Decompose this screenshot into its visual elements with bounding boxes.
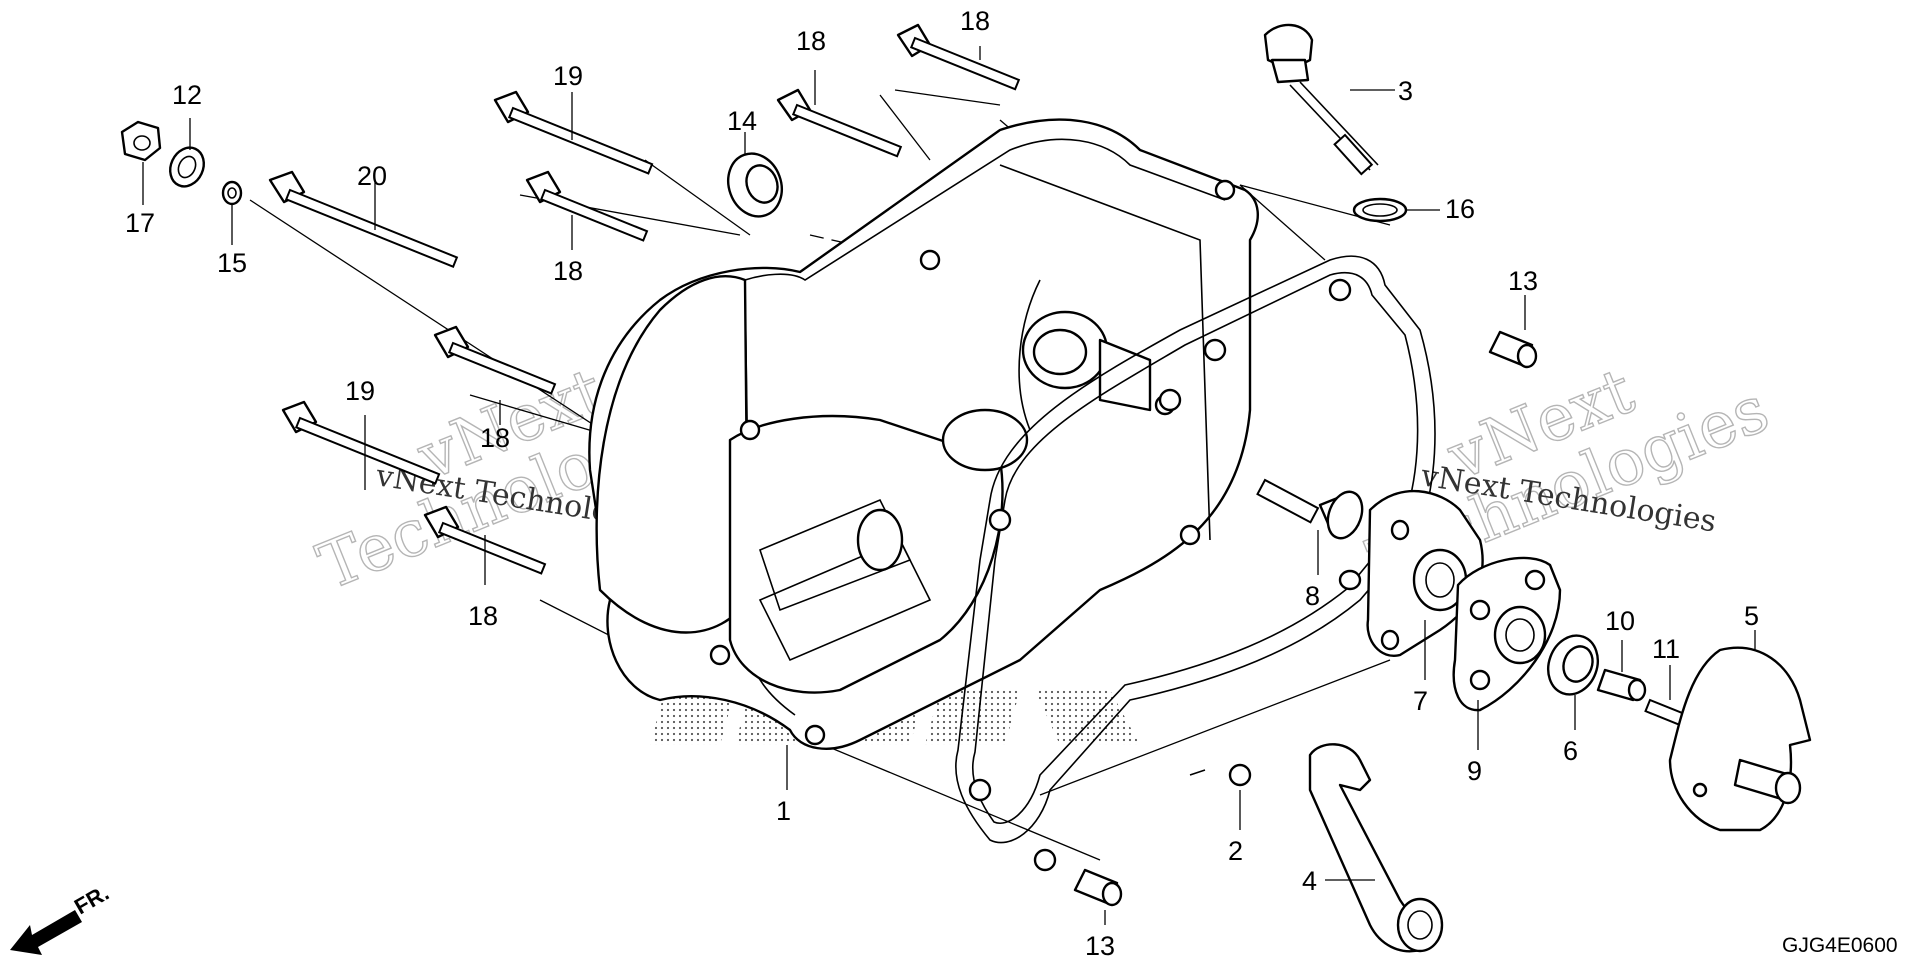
diagram-code: GJG4E0600 <box>1782 934 1898 957</box>
pivot-bolt-8 <box>1256 478 1364 540</box>
bolt-19-top <box>493 90 654 175</box>
dowel-pin-13-bottom <box>1073 868 1123 907</box>
kick-lever-4 <box>1308 743 1444 953</box>
bolt-20 <box>268 170 459 269</box>
oil-seal-6 <box>1547 634 1599 696</box>
callout-18-top-right: 18 <box>960 6 990 36</box>
callout-5: 5 <box>1744 601 1759 631</box>
callout-19-top: 19 <box>553 61 583 91</box>
callout-18-mid: 18 <box>553 256 583 286</box>
washer-12 <box>169 146 205 188</box>
callouts: 1 2 3 4 5 6 7 8 9 10 11 12 13 13 14 15 1… <box>125 6 1759 960</box>
washer-15 <box>221 180 243 206</box>
callout-2: 2 <box>1228 836 1243 866</box>
front-direction-indicator: FR. <box>10 880 113 955</box>
oil-seal-14 <box>727 152 783 218</box>
callout-7: 7 <box>1413 686 1428 716</box>
crankcase-cover <box>588 118 1259 750</box>
callout-4: 4 <box>1302 866 1317 896</box>
bolt-18-mid <box>525 170 649 242</box>
collar-10 <box>1596 668 1647 702</box>
callout-19-lower: 19 <box>345 376 375 406</box>
cover-5 <box>1668 646 1812 832</box>
dowel-pin-13-top <box>1488 330 1538 369</box>
bolt-19-lower <box>281 400 441 485</box>
nut-17 <box>120 120 162 162</box>
callout-16: 16 <box>1445 194 1475 224</box>
callout-9: 9 <box>1467 756 1482 786</box>
callout-13-bottom: 13 <box>1085 931 1115 960</box>
bolt-18-bottom <box>423 505 547 575</box>
callout-8: 8 <box>1305 581 1320 611</box>
front-arrow-icon <box>10 910 82 955</box>
leader-lines <box>142 46 1756 925</box>
bolt-18-top <box>896 23 1021 91</box>
callout-12: 12 <box>172 80 202 110</box>
callout-13-top: 13 <box>1508 266 1538 296</box>
o-ring-16 <box>1352 197 1408 223</box>
bolt-18-left <box>433 325 557 395</box>
callout-18-bottom: 18 <box>468 601 498 631</box>
callout-6: 6 <box>1563 736 1578 766</box>
callout-18-top: 18 <box>796 26 826 56</box>
callout-1: 1 <box>776 796 791 826</box>
callout-3: 3 <box>1398 76 1413 106</box>
callout-15: 15 <box>217 248 247 278</box>
callout-18-left: 18 <box>480 423 510 453</box>
callout-11: 11 <box>1652 634 1680 664</box>
callout-20: 20 <box>357 161 387 191</box>
plate-9 <box>1452 556 1562 712</box>
bolt-18-upper <box>776 88 903 158</box>
callout-17: 17 <box>125 208 155 238</box>
callout-14: 14 <box>727 106 757 136</box>
dipstick-3 <box>1263 23 1379 176</box>
callout-10: 10 <box>1605 606 1635 636</box>
